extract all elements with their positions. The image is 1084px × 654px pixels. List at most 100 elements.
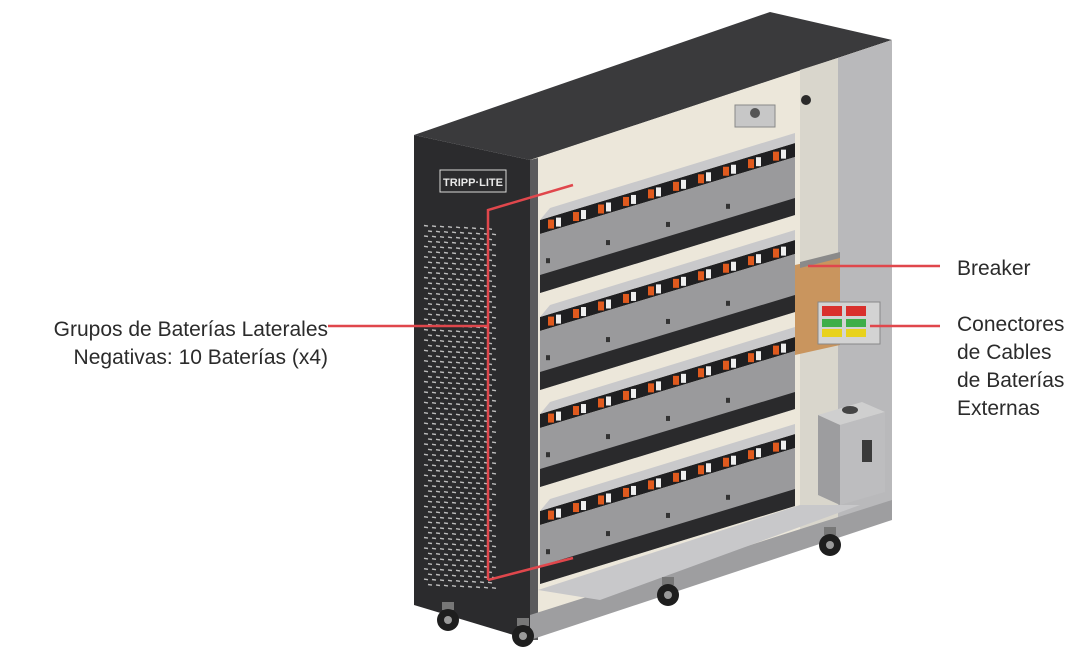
vent-slot [475,575,481,578]
vent-slot [479,435,485,438]
vent-slot [439,392,445,394]
vent-slot [447,236,453,239]
vent-slot [463,341,469,344]
vent-slot [427,407,433,409]
vent-slot [467,481,473,484]
vent-slot [491,472,497,475]
vent-slot [463,466,469,468]
vent-slot [467,336,473,339]
battery-terminal-positive [573,212,579,222]
vent-slot [439,371,445,374]
vent-slot [467,367,473,370]
vent-slot [435,532,441,535]
battery-terminal-negative [681,276,686,286]
cabinet-top [414,12,892,160]
vent-slot [491,441,497,444]
vent-slot [455,465,461,468]
vent-slot [475,284,481,287]
vent-slot [459,315,465,317]
vent-slot [479,269,485,272]
vent-slot [427,365,433,368]
vent-slot [475,513,481,516]
vent-slot [491,555,497,558]
battery-terminal-positive [673,375,679,385]
vent-slot [479,310,485,313]
vent-slot [455,569,461,572]
vent-slot [447,267,453,270]
battery-terminal-positive [623,390,629,400]
vent-slot [431,225,437,228]
vent-slot [435,584,441,587]
vent-slot [463,268,469,271]
vent-slot [463,289,469,292]
vent-slot [435,480,441,483]
vent-slot [431,443,437,446]
battery-terminal-positive [698,271,704,281]
vent-slot [459,460,465,463]
vent-slot [439,579,445,582]
battery-terminal-negative [606,396,611,406]
vent-slot [455,278,461,281]
vent-slot [471,487,477,490]
battery-terminal-negative [556,508,561,518]
vent-slot [491,368,497,371]
battery-terminal-positive [648,189,654,199]
vent-slot [443,407,449,410]
vent-slot [459,242,465,245]
vent-slot [435,407,441,410]
vent-slot [443,283,449,285]
battery-terminal-negative [606,493,611,503]
vent-slot [447,278,453,280]
vent-slot [435,553,441,555]
svg-text:TRIPP·LITE: TRIPP·LITE [443,177,503,189]
vent-slot [455,580,461,582]
vent-slot [443,345,449,348]
vent-slot [431,246,437,248]
vent-slot [439,256,445,259]
vent-slot [459,575,465,577]
battery-terminal-positive [548,316,554,326]
battery-terminal-positive [648,480,654,490]
vent-slot [427,396,433,399]
connectors-label-line-4: Externas [957,397,1040,420]
vent-slot [443,335,449,337]
vent-slot [471,404,477,406]
vent-slot [459,335,465,338]
vent-slot [479,362,485,365]
vent-slot [467,273,473,276]
vent-slot [423,318,429,321]
battery-terminal-negative [631,485,636,495]
caster-wheel [657,577,679,606]
vent-slot [491,483,497,485]
vent-slot [455,517,461,520]
battery-terminal-negative [756,448,761,458]
vent-slot [455,330,461,333]
vent-slot [455,434,461,437]
battery-shelf [540,424,795,584]
vent-slot [447,444,453,447]
vent-slot [475,305,481,308]
vent-slot [491,285,497,288]
vent-slot [475,378,481,381]
vent-slot [475,295,481,297]
vent-slot [491,275,497,277]
vent-slot [423,308,429,310]
vent-slot [451,543,457,546]
vent-slot [427,500,433,503]
vent-slot [423,235,429,238]
vent-slot [423,401,429,404]
vent-slot [467,533,473,536]
vent-slot [467,388,473,391]
vent-slot [439,246,445,249]
vent-slot [459,377,465,380]
battery-marking [666,415,670,421]
vent-slot [431,318,437,321]
vent-slot [435,459,441,462]
vent-slot [439,225,445,228]
vent-slot [423,516,429,518]
vent-slot [451,397,457,400]
breaker-label: Breaker [957,255,1031,283]
vent-slot [427,417,433,420]
vent-slot [475,555,481,557]
vent-slot [479,518,485,521]
